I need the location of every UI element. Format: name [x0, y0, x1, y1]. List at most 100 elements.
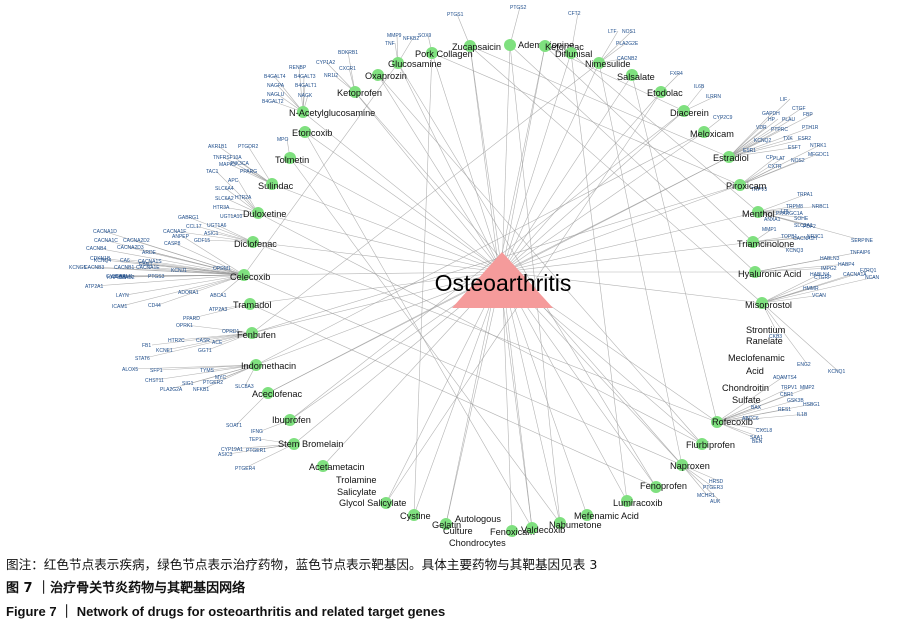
drug-node-label: Trolamine: [336, 475, 377, 485]
gene-drug-edge: [728, 118, 793, 158]
gene-node-label: HABLN3: [820, 256, 840, 262]
drug-node-dot: [262, 387, 274, 399]
gene-node-label: TRPV3: [751, 187, 767, 193]
drug-disease-edge: [501, 52, 572, 273]
gene-drug-edge: [716, 413, 808, 423]
drug-disease-edge: [501, 271, 763, 304]
gene-drug-edge: [754, 263, 849, 273]
drug-node-dot: [539, 40, 551, 52]
gene-node-label: PTGER3: [703, 485, 723, 491]
gene-node-label: GSK3B: [787, 398, 804, 404]
gene-drug-edge: [129, 259, 245, 276]
gene-node-label: VCAN: [812, 293, 826, 299]
drug-drug-edge: [598, 62, 683, 466]
figure-caption-cn: 图 7 ｜治疗骨关节炎药物与其靶基因网络: [6, 581, 246, 596]
gene-node-label: CYP19A1: [221, 447, 243, 453]
gene-node-label: NFKB1: [193, 387, 209, 393]
gene-drug-edge: [681, 464, 721, 502]
gene-node-label: IL1B: [797, 412, 808, 418]
gene-drug-edge: [752, 235, 792, 243]
figure-caption-en: Figure 7 ｜ Network of drugs for osteoart…: [6, 604, 446, 619]
gene-node-label: PLA2G2A: [160, 387, 183, 393]
drug-node-label: Tolmetin: [275, 155, 309, 165]
drug-node-dot: [252, 207, 264, 219]
gene-node-label: CACNB2: [617, 56, 638, 62]
drug-node-label: Nabumetone: [549, 520, 602, 530]
drug-drug-edge: [509, 44, 561, 524]
gene-node-label: LTF: [608, 29, 617, 35]
drug-node-dot: [266, 178, 278, 190]
gene-node-label: MCHR1: [697, 493, 715, 499]
gene-node-label: NFKB2: [403, 36, 419, 42]
gene-drug-edge: [131, 364, 257, 370]
gene-drug-edge: [739, 157, 784, 186]
drug-node-label: Ranelate: [746, 336, 783, 346]
gene-node-label: KCNG5: [69, 265, 86, 271]
drug-node-dot: [238, 269, 250, 281]
gene-node-label: ANXA1: [764, 217, 781, 223]
gene-node-label: MMP2: [800, 385, 815, 391]
gene-node-label: GABRG1: [178, 215, 199, 221]
drug-node-dot: [349, 86, 361, 98]
gene-drug-edge: [598, 30, 619, 64]
gene-drug-edge: [228, 163, 273, 185]
gene-node-label: GGT1: [198, 348, 212, 354]
drug-node-label: Sulindac: [258, 181, 294, 191]
gene-node-label: KCNQ3: [786, 248, 803, 254]
drug-drug-edge: [469, 45, 730, 158]
drug-drug-edge: [397, 62, 657, 488]
drug-node-dot: [506, 525, 518, 537]
gene-drug-edge: [121, 274, 245, 307]
drug-node-label: Piroxicam: [726, 181, 767, 191]
drug-node-label: Rofecoxib: [712, 417, 753, 427]
drug-node-dot: [650, 481, 662, 493]
gene-node-label: TYMS: [200, 368, 215, 374]
gene-drug-edge: [716, 421, 767, 431]
gene-drug-edge: [716, 399, 798, 423]
drug-node-label: Zucapsaicin: [452, 42, 501, 52]
drug-node-label: Chondroitin: [722, 383, 769, 393]
gene-drug-edge: [728, 137, 809, 158]
drug-node-label: Fenoprofen: [640, 481, 687, 491]
gene-drug-edge: [347, 51, 356, 93]
drug-disease-edge: [501, 45, 546, 273]
drug-node-label: Salicylate: [337, 487, 376, 497]
gene-node-label: CTGF: [792, 106, 806, 112]
gene-node-label: CACNA1S: [138, 259, 162, 265]
drug-node-label: Celecoxib: [230, 272, 270, 282]
gene-node-label: CACNA1D: [93, 229, 117, 235]
gene-drug-edge: [681, 464, 708, 496]
gene-node-label: TXK: [783, 136, 793, 142]
gene-node-label: PDF2: [803, 224, 816, 230]
gene-drug-edge: [509, 6, 521, 46]
gene-node-label: HP: [768, 117, 776, 123]
drug-node-label: Flurbiprofen: [686, 440, 735, 450]
drug-drug-edge: [469, 45, 763, 304]
drug-disease-edge: [501, 271, 628, 502]
gene-drug-edge: [728, 113, 814, 158]
drug-disease-edge: [501, 91, 662, 273]
gene-drug-edge: [213, 232, 254, 243]
gene-node-label: GDF15: [194, 238, 210, 244]
gene-node-label: STAT6: [135, 356, 150, 362]
gene-node-label: HAPLN1: [107, 275, 127, 281]
gene-node-label: CACNA1F: [163, 229, 186, 235]
drug-disease-edge: [445, 271, 503, 525]
gene-node-label: NAGK: [298, 93, 313, 99]
drug-node-dot: [464, 40, 476, 52]
drug-drug-edge: [257, 212, 703, 445]
drug-node-label: Acetametacin: [309, 462, 365, 472]
drug-node-dot: [626, 69, 638, 81]
drug-node-dot: [581, 509, 593, 521]
gene-drug-edge: [754, 257, 831, 273]
gene-drug-edge: [192, 303, 251, 319]
gene-drug-edge: [728, 139, 765, 158]
drug-disease-edge: [251, 271, 503, 334]
gene-node-label: PTGDR2: [238, 144, 259, 150]
gene-drug-edge: [144, 332, 253, 359]
gene-drug-edge: [728, 98, 791, 158]
drug-node-label: Meclofenamic: [728, 353, 785, 363]
drug-node-dot: [711, 416, 723, 428]
gene-node-label: SOAT1: [226, 423, 242, 429]
